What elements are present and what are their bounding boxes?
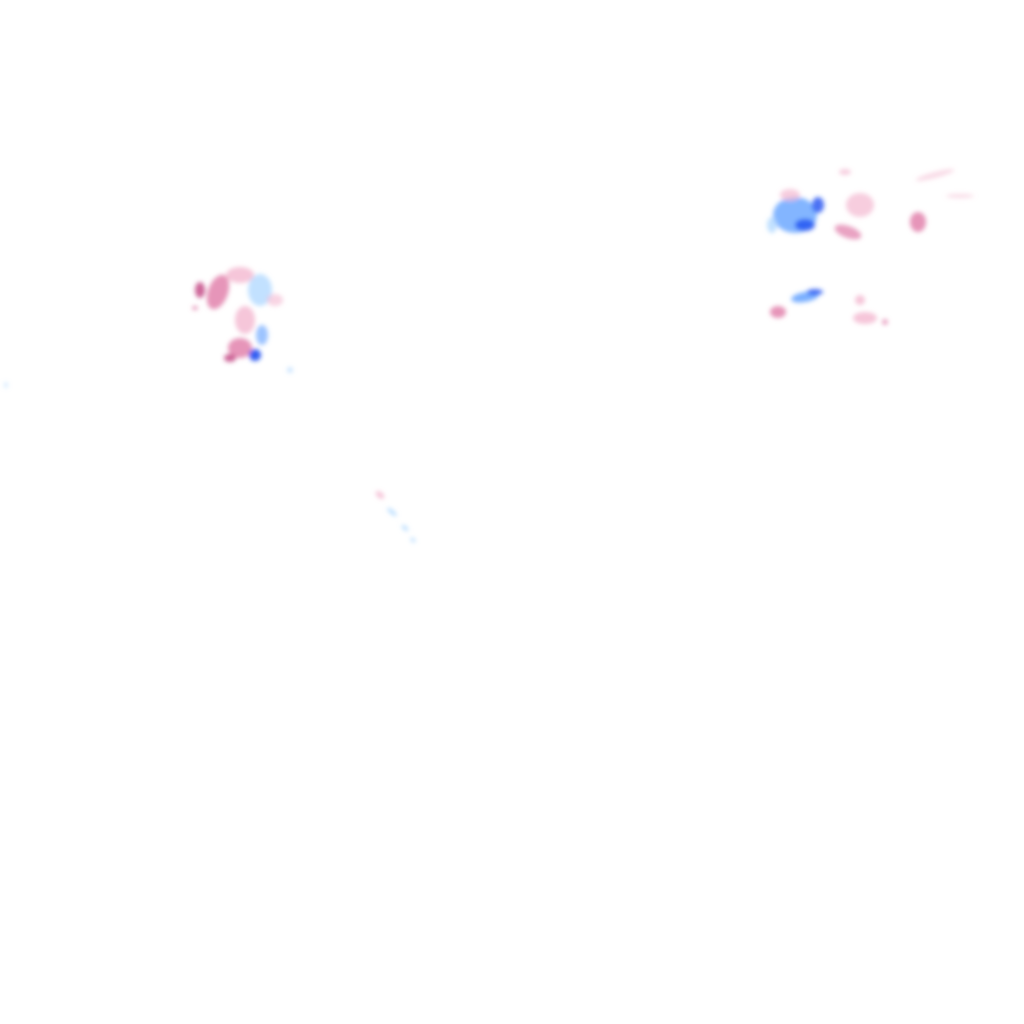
radar-echo [882, 319, 888, 325]
radar-echo [853, 312, 877, 324]
radar-echo [846, 193, 874, 217]
radar-echo [192, 306, 198, 310]
radar-echo [855, 295, 865, 305]
radar-echo [228, 338, 252, 358]
radar-echo [256, 325, 268, 345]
radar-echo [767, 217, 777, 233]
precipitation-cell-central [4, 382, 416, 543]
precipitation-cell-west [192, 267, 293, 373]
radar-echo [812, 197, 824, 213]
radar-echo [915, 169, 955, 181]
radar-echo [834, 224, 862, 240]
radar-echo [267, 294, 283, 306]
radar-echo [780, 189, 800, 201]
radar-echo [946, 194, 974, 198]
radar-echo [248, 274, 272, 306]
radar-echo [410, 537, 416, 543]
radar-echo [4, 382, 8, 388]
radar-echo [235, 306, 255, 334]
radar-echo [910, 212, 926, 232]
radar-echo [795, 219, 815, 231]
radar-echo [195, 282, 205, 298]
radar-echo [770, 306, 786, 318]
radar-echo [226, 267, 254, 283]
radar-echo [387, 507, 397, 517]
radar-echo [401, 525, 409, 531]
precipitation-cell-northeast [767, 169, 974, 240]
radar-echo [206, 274, 230, 310]
radar-echo [807, 289, 823, 295]
radar-echo [287, 367, 293, 373]
radar-echo [224, 354, 236, 362]
radar-echo [249, 349, 261, 361]
precipitation-cell-east [770, 289, 888, 325]
radar-echo [839, 169, 851, 175]
radar-echo [375, 491, 385, 499]
